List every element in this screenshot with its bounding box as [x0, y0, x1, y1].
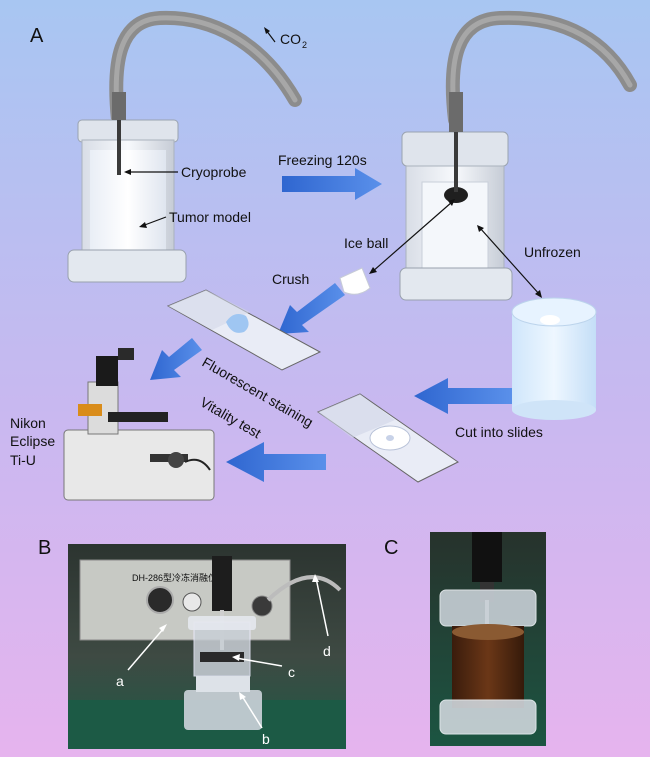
- unfrozen-pointer: [479, 227, 541, 296]
- to-microscope-arrow-1: [150, 338, 202, 380]
- left-cryo-chamber: [67, 10, 302, 283]
- cryoprobe-label: Cryoprobe: [181, 164, 247, 180]
- tumor-model-label: Tumor model: [169, 209, 251, 225]
- microscope-line-2: Eclipse: [10, 433, 55, 449]
- device-label: DH-286型冷冻消融仪: [132, 572, 217, 583]
- tumor-model-pointer: [141, 216, 167, 227]
- b-label-c: c: [288, 664, 295, 680]
- unfrozen-cup: [511, 297, 597, 420]
- microscope-line-3: Ti-U: [10, 452, 36, 468]
- b-label-d: d: [323, 643, 331, 659]
- cryoprobe-handle-right: [449, 92, 463, 132]
- b-label-a: a: [116, 673, 124, 689]
- tumor-model-block: [90, 150, 166, 250]
- cryoprobe-needle-right: [454, 132, 458, 192]
- crush-label: Crush: [272, 271, 309, 287]
- cut-label: Cut into slides: [455, 424, 543, 440]
- to-microscope-arrow-2: [226, 442, 326, 482]
- slide-crushed: [166, 289, 322, 371]
- panel-a-label: A: [30, 25, 44, 47]
- ice-ball-pointer: [371, 201, 453, 273]
- panel-b-label: B: [38, 537, 51, 559]
- ice-ball-label: Ice ball: [344, 235, 388, 251]
- ice-ball-piece: [339, 267, 371, 295]
- right-cryo-chamber: [399, 10, 637, 301]
- slide-cut: [316, 393, 459, 483]
- co2-text: CO: [280, 31, 301, 47]
- freezing-label: Freezing 120s: [278, 152, 367, 168]
- unfrozen-label: Unfrozen: [524, 244, 581, 260]
- cryoprobe-needle-left: [117, 120, 121, 175]
- microscope: [63, 348, 215, 501]
- microscope-line-1: Nikon: [10, 415, 46, 431]
- photo-b: DH-286型冷冻消融仪: [68, 544, 346, 749]
- photo-c: [430, 532, 546, 746]
- crush-arrow: [278, 283, 345, 334]
- cut-arrow: [414, 378, 512, 414]
- panel-c-label: C: [384, 537, 398, 559]
- co2-subscript: 2: [302, 40, 307, 50]
- ice-ball-in-chamber: [444, 187, 468, 203]
- freezing-arrow: [282, 168, 382, 200]
- crushed-tissue: [226, 314, 249, 333]
- co2-label: CO 2: [264, 27, 307, 50]
- b-label-b: b: [262, 731, 270, 747]
- cryoprobe-handle-left: [112, 92, 126, 120]
